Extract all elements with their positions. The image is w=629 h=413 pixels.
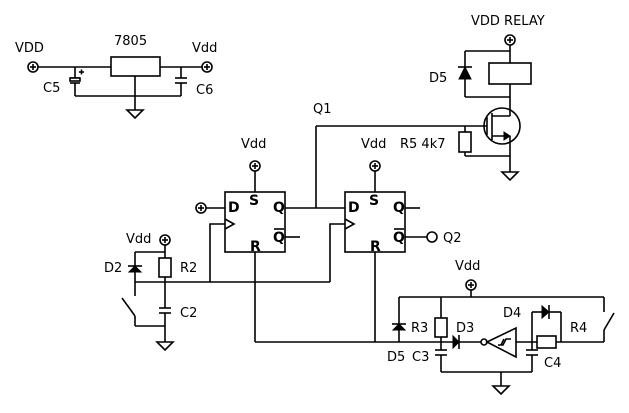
reset-circuit: Vdd D2 R2 C2	[104, 232, 197, 352]
ff1-s-pin: S	[249, 193, 259, 209]
d5-bottom-label: D5	[387, 350, 405, 365]
regulator-label: 7805	[114, 34, 147, 49]
pushbutton-switch-icon[interactable]	[121, 297, 136, 317]
resistor-r2-icon	[158, 257, 172, 278]
capacitor-c2-icon	[159, 307, 171, 314]
diode-d4-icon	[541, 304, 550, 320]
vdd-ff2-label: Vdd	[361, 137, 386, 152]
resistor-r5-icon	[458, 131, 472, 153]
flipflop-2: Vdd D S Q Q R Q2	[344, 137, 462, 255]
vdd-out-terminal-icon	[201, 61, 213, 73]
ground-icon	[155, 341, 175, 352]
ground-icon	[125, 109, 145, 120]
d5-top-label: D5	[429, 71, 447, 86]
vdd-relay-label: VDD RELAY	[471, 14, 545, 29]
vdd-out-label: Vdd	[192, 41, 217, 56]
regulator-7805	[110, 56, 161, 77]
c5-label: C5	[43, 81, 60, 96]
c3-label: C3	[412, 350, 429, 365]
ff1-qbar-pin: Q	[273, 230, 285, 246]
d2-label: D2	[104, 261, 122, 276]
ff1-q-pin: Q	[273, 200, 285, 216]
q1-label: Q1	[313, 102, 332, 117]
capacitor-c4-icon	[526, 349, 538, 356]
diode-d3-icon	[452, 334, 460, 350]
c2-label: C2	[180, 306, 197, 321]
clock-input-icon	[344, 218, 356, 230]
ff1-d-pin: D	[228, 200, 240, 216]
q2-label: Q2	[443, 231, 462, 246]
diode-d5-osc-icon	[391, 323, 407, 331]
c4-label: C4	[544, 356, 561, 371]
r3-label: R3	[411, 321, 428, 336]
flipflop-2-body	[344, 191, 406, 253]
flipflop-1-body	[224, 191, 286, 253]
oscillator-circuit: Vdd D5 R3 C3 D3	[255, 259, 615, 396]
ff2-q-pin: Q	[393, 200, 405, 216]
ff2-qbar-pin: Q	[393, 230, 405, 246]
ff2-s-pin: S	[369, 193, 379, 209]
ground-icon	[491, 385, 511, 396]
vdd-rc-terminal-icon	[159, 234, 171, 246]
capacitor-c5-icon	[69, 67, 84, 96]
vdd-in-terminal-icon	[27, 61, 39, 73]
vdd-ff1-terminal-icon	[249, 160, 261, 172]
r2-label: R2	[180, 261, 197, 276]
schmitt-inverter-icon	[480, 326, 517, 359]
d4-label: D4	[503, 306, 521, 321]
relay-coil-icon	[488, 62, 532, 85]
ff2-d-pin: D	[348, 200, 360, 216]
c6-label: C6	[196, 83, 213, 98]
diode-d2-icon	[127, 265, 143, 273]
switch-icon[interactable]	[603, 312, 615, 331]
ff2-r-pin: R	[370, 239, 381, 255]
vdd-relay-terminal-icon	[504, 34, 516, 46]
ground-icon	[500, 171, 520, 182]
vdd-rc-label: Vdd	[126, 232, 151, 247]
vdd-ff2-terminal-icon	[369, 160, 381, 172]
r4-label: R4	[570, 321, 587, 336]
r5-label: R5 4k7	[400, 137, 446, 152]
capacitor-c6-icon	[175, 67, 187, 96]
vdd-ff1-label: Vdd	[241, 137, 266, 152]
regulator-section: VDD 7805 Vdd C5	[15, 34, 217, 120]
d3-label: D3	[456, 321, 474, 336]
flipflop-1: Vdd D S Q Q R	[195, 137, 300, 255]
resistor-r3-icon	[434, 317, 448, 338]
mosfet-icon	[483, 107, 521, 156]
vdd-osc-label: Vdd	[455, 259, 480, 274]
vdd-in-label: VDD	[15, 41, 44, 56]
relay-driver-section: VDD RELAY D5 Q1	[313, 14, 545, 182]
vdd-osc-terminal-icon	[465, 279, 477, 291]
resistor-r4-icon	[536, 335, 557, 349]
diode-d5-relay-icon	[458, 65, 472, 80]
clock-input-icon	[224, 218, 236, 230]
output-terminal-icon	[426, 231, 438, 243]
capacitor-c3-icon	[435, 349, 447, 356]
d-terminal-icon	[195, 202, 207, 214]
ff1-r-pin: R	[250, 239, 261, 255]
